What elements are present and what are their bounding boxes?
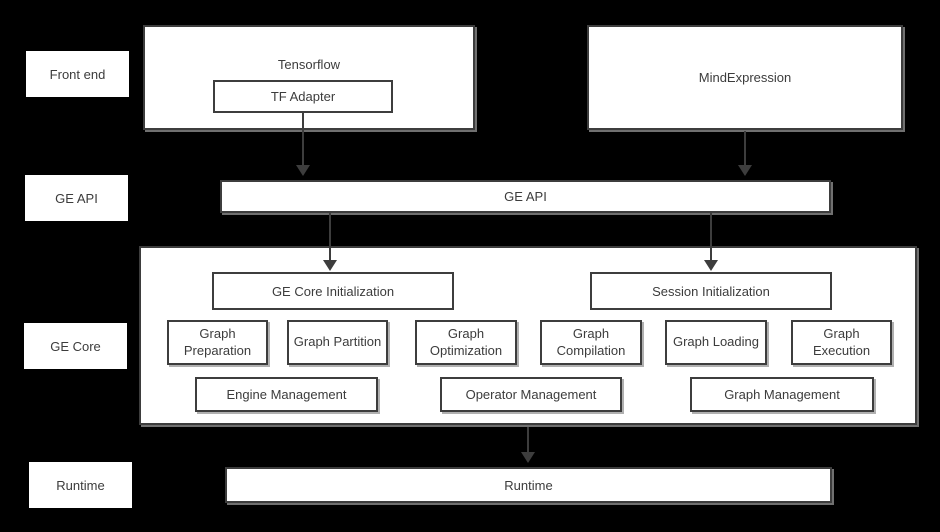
session-initialization-box: Session Initialization — [590, 272, 832, 310]
ge-api-bar: GE API — [220, 180, 831, 213]
layer-label-ge-api: GE API — [25, 175, 128, 221]
graph-preparation-box: Graph Preparation — [167, 320, 268, 365]
operator-management-box: Operator Management — [440, 377, 622, 412]
graph-management-box: Graph Management — [690, 377, 874, 412]
graph-optimization-box: Graph Optimization — [415, 320, 517, 365]
mindexpression-box: MindExpression — [587, 25, 903, 130]
runtime-bar: Runtime — [225, 467, 832, 503]
tensorflow-box: Tensorflow TF Adapter — [143, 25, 475, 130]
layer-label-ge-core: GE Core — [24, 323, 127, 369]
layer-label-front-end: Front end — [26, 51, 129, 97]
graph-partition-box: Graph Partition — [287, 320, 388, 365]
graph-compilation-box: Graph Compilation — [540, 320, 642, 365]
engine-management-box: Engine Management — [195, 377, 378, 412]
tf-adapter-box: TF Adapter — [213, 80, 393, 113]
tensorflow-label: Tensorflow — [277, 57, 341, 72]
layer-label-runtime: Runtime — [29, 462, 132, 508]
ge-core-container: GE Core Initialization Session Initializ… — [139, 246, 917, 425]
graph-execution-box: Graph Execution — [791, 320, 892, 365]
ge-core-initialization-box: GE Core Initialization — [212, 272, 454, 310]
graph-loading-box: Graph Loading — [665, 320, 767, 365]
